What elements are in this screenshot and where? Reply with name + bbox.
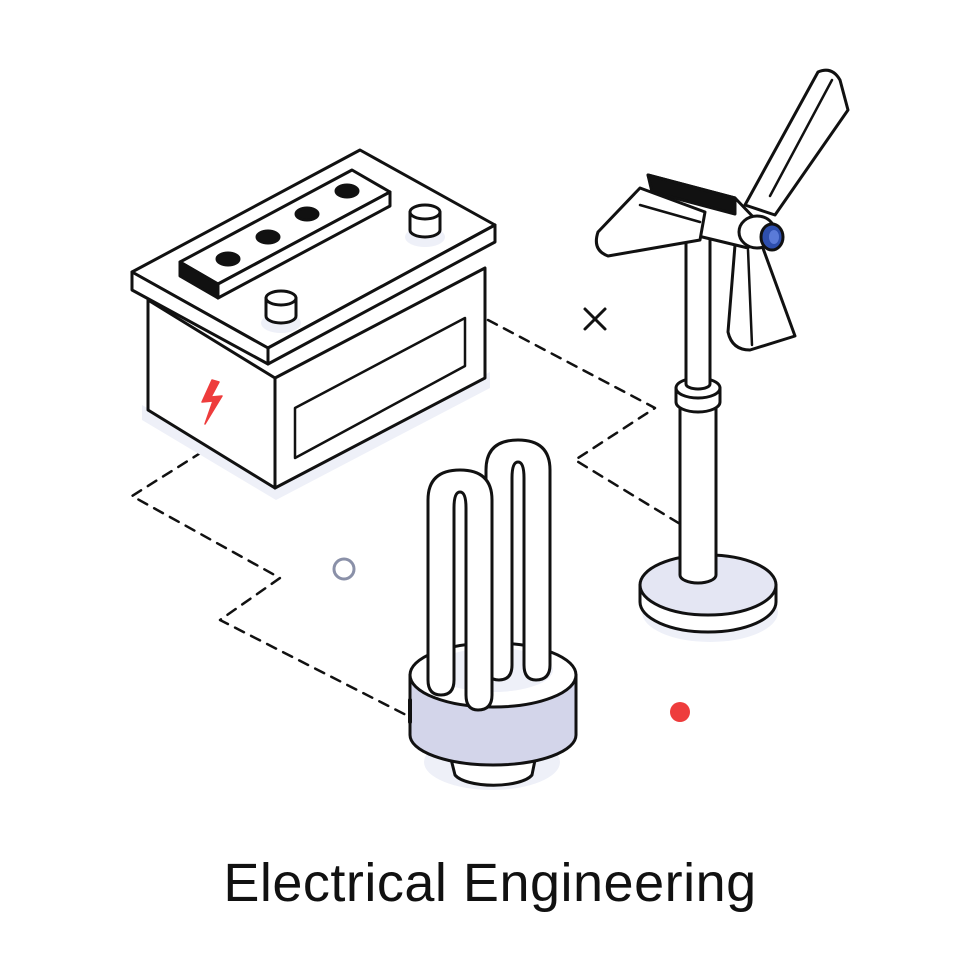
red-dot-icon	[670, 702, 690, 722]
battery-icon	[130, 148, 497, 500]
cross-mark-icon	[583, 307, 607, 331]
electrical-engineering-illustration	[130, 68, 850, 790]
lightning-bolt-icon	[201, 379, 223, 425]
light-bulb-icon	[408, 438, 578, 790]
dashed-wire	[130, 318, 692, 720]
page-title: Electrical Engineering	[223, 853, 757, 913]
wind-turbine-icon	[594, 68, 850, 642]
circle-dot-icon	[332, 557, 356, 581]
